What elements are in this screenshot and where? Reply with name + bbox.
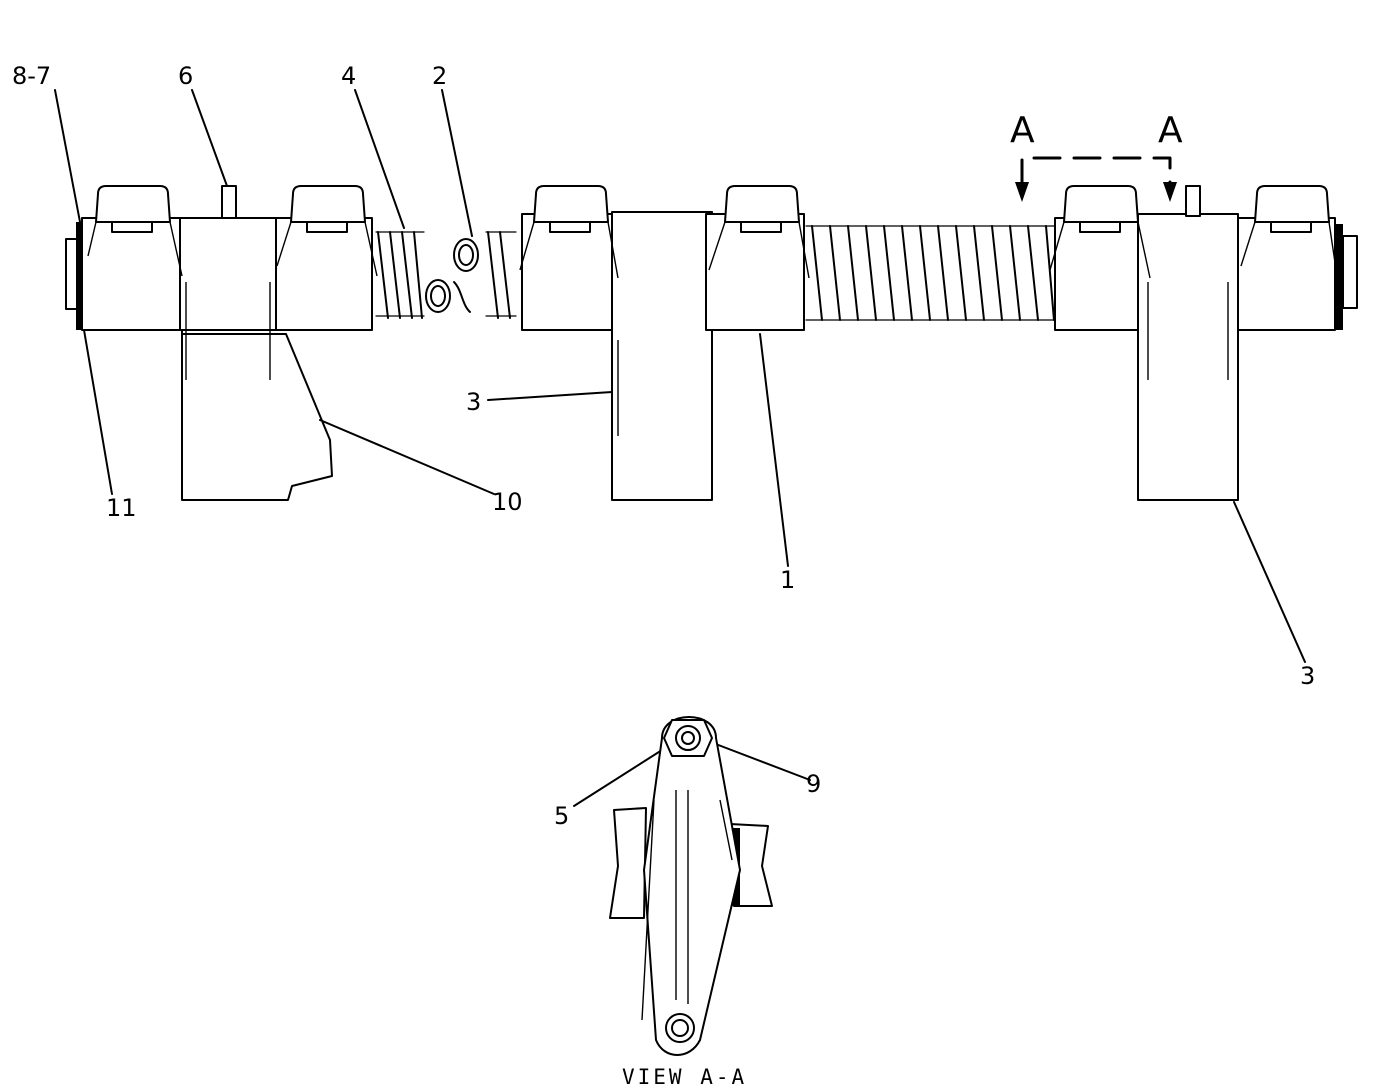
section-marker: A A: [1010, 110, 1183, 202]
spring-left: [375, 231, 517, 319]
section-letter-left: A: [1010, 110, 1035, 151]
callout-8-7: 8-7: [12, 62, 51, 90]
callout-9: 9: [806, 770, 821, 798]
callout-labels: 8-7 6 4 2 11 10 3 1 3 5 9: [12, 62, 1315, 830]
ring-2: [425, 238, 479, 313]
view-caption: VIEW A-A: [622, 1065, 747, 1089]
bracket-left: [81, 217, 373, 501]
callout-2: 2: [432, 62, 447, 90]
callout-6: 6: [178, 62, 193, 90]
callout-1: 1: [780, 566, 795, 594]
callout-10: 10: [492, 488, 523, 516]
pin-6: [221, 185, 237, 219]
rocker-shaft: [65, 222, 1358, 330]
spring-right: [805, 225, 1059, 321]
callout-11: 11: [106, 494, 137, 522]
callout-4: 4: [341, 62, 356, 90]
callout-3-middle: 3: [466, 388, 481, 416]
bracket-right: [1054, 185, 1336, 501]
leader-lines: [54, 89, 1306, 807]
callout-3-right: 3: [1300, 662, 1315, 690]
rocker-heads: [87, 185, 1338, 279]
view-a-a: VIEW A-A: [609, 716, 773, 1089]
bracket-middle: [521, 211, 805, 501]
section-letter-right: A: [1158, 110, 1183, 151]
callout-5: 5: [554, 802, 569, 830]
